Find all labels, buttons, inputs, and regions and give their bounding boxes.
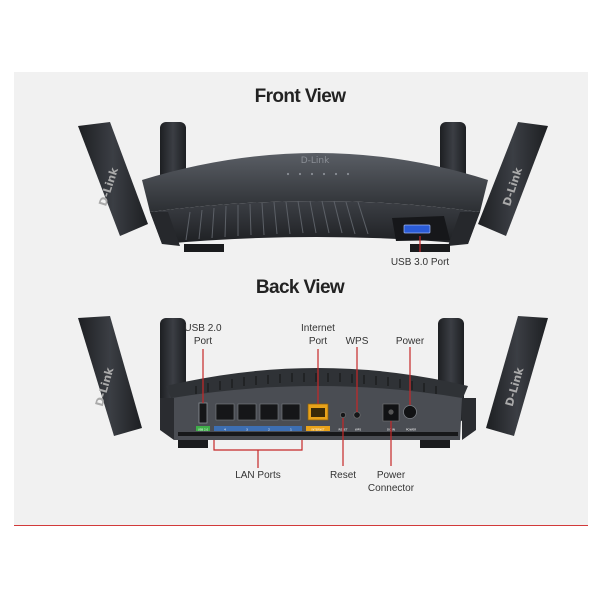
lan-port-3	[237, 403, 257, 421]
lan-ports	[215, 403, 301, 421]
usb2-strip	[196, 426, 210, 431]
lan-port-4	[215, 403, 235, 421]
strip-power-label: POWER	[406, 427, 416, 431]
front-body-top	[142, 153, 488, 212]
footer-divider	[14, 525, 588, 526]
lan-port-1	[281, 403, 301, 421]
lan-bracket	[213, 440, 303, 451]
usb3-port	[403, 224, 431, 234]
front-view-heading: Front View	[254, 86, 346, 107]
strip-usb-label: USB 2.0	[198, 427, 209, 431]
back-antenna-outer-left: D-Link	[78, 316, 142, 436]
svg-text:1: 1	[290, 427, 292, 431]
back-body-top	[166, 368, 468, 400]
svg-text:2: 2	[268, 427, 270, 431]
strip-wps-label: WPS	[355, 427, 361, 431]
lan-ports-label: LAN Ports	[235, 470, 281, 481]
back-antenna-outer-right: D-Link	[486, 316, 548, 436]
svg-text:3: 3	[246, 427, 248, 431]
internet-strip	[306, 426, 330, 431]
svg-text:4: 4	[224, 427, 226, 431]
reset-label: Reset	[329, 470, 357, 481]
wps-label: WPS	[345, 336, 369, 347]
back-vent-grille	[195, 373, 437, 394]
lan-port-2	[259, 403, 279, 421]
reset-button	[340, 412, 346, 418]
front-vent-ridges	[185, 200, 369, 241]
power-button	[403, 405, 417, 419]
front-led-dots	[286, 172, 350, 176]
back-view-heading: Back View	[255, 277, 345, 298]
power-label: Power	[395, 336, 425, 347]
lan-strip	[214, 426, 302, 431]
strip-internet-label: INTERNET	[312, 427, 325, 431]
wps-button	[353, 411, 361, 419]
usb3-port-label: USB 3.0 Port	[390, 257, 450, 268]
top-logo: D-Link	[301, 156, 330, 166]
usb2-port	[198, 402, 208, 424]
